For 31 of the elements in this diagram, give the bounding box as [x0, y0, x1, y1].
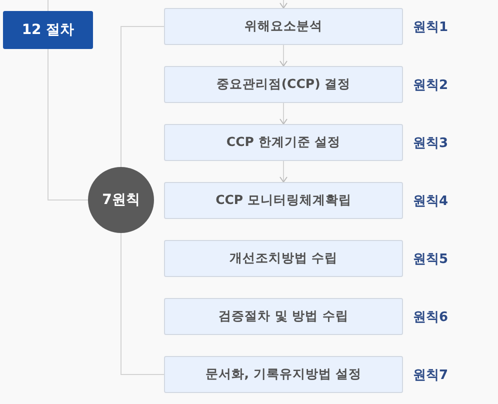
step-label: 개선조치방법 수립: [229, 250, 338, 267]
arrow: [280, 102, 288, 124]
process-box: [164, 124, 403, 161]
principle-number: 원칙5: [413, 250, 448, 268]
principle-number: 원칙1: [413, 18, 448, 36]
principle-number: 원칙2: [413, 76, 448, 94]
principle-number: 원칙3: [413, 134, 448, 152]
step-label: CCP 한계기준 설정: [226, 134, 341, 151]
step-label: 검증절차 및 방법 수립: [218, 308, 349, 325]
step-label: CCP 모니터링체계확립: [216, 192, 352, 209]
procedure-box: [3, 11, 93, 49]
arrow: [280, 44, 288, 66]
process-box: [164, 8, 403, 45]
connector-line: [48, 48, 88, 200]
arrow: [280, 0, 288, 8]
step-label: 문서화, 기록유지방법 설정: [205, 366, 362, 383]
process-box: [164, 66, 403, 103]
procedure-label: 12 절차: [22, 21, 74, 39]
principle-label: 7원칙: [102, 191, 140, 209]
connector-line: [120, 232, 164, 375]
process-box: [164, 182, 403, 219]
arrow: [280, 160, 288, 182]
process-box: [164, 298, 403, 335]
principle-number: 원칙7: [413, 366, 448, 384]
connector-line: [120, 26, 164, 168]
process-box: [164, 240, 403, 277]
principle-number: 원칙4: [413, 192, 448, 210]
step-label: 중요관리점(CCP) 결정: [216, 76, 351, 93]
step-label: 위해요소분석: [244, 18, 322, 35]
process-box: [164, 356, 403, 393]
principle-number: 원칙6: [413, 308, 448, 326]
